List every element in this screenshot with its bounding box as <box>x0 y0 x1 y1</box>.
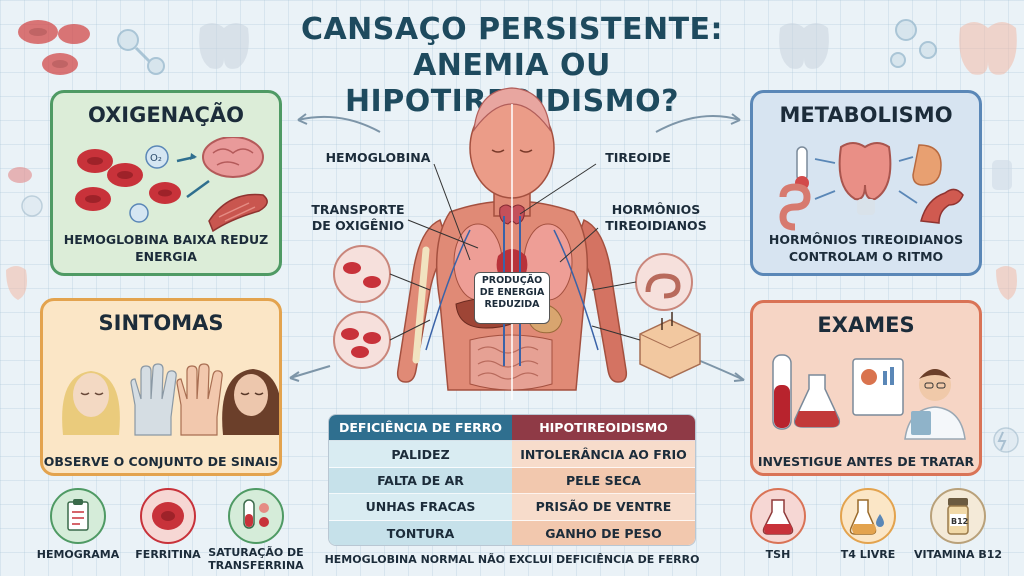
b12-badge: B12 <box>951 517 968 526</box>
panel-sintomas: SINTOMAS OBSERVE O CONJUNTO DE SINAIS <box>40 298 282 476</box>
panel-metabolismo: METABOLISMO HORMÔNIOS TIREOIDIANOS CONTR… <box>750 90 982 276</box>
footer-note: HEMOGLOBINA NORMAL NÃO EXCLUI DEFICIÊNCI… <box>324 553 700 566</box>
iron-symptom: PALIDEZ <box>329 441 512 468</box>
energy-production-box: PRODUÇÃO DE ENERGIA REDUZIDA <box>474 272 550 324</box>
label-hemoglobina: HEMOGLOBINA <box>325 150 431 165</box>
panel-title-sintomas: SINTOMAS <box>98 311 224 335</box>
panel-oxigenacao: OXIGENAÇÃO O₂ HEMOGLOBINA BAIXA REDUZ EN… <box>50 90 282 276</box>
brain-icon <box>202 137 264 178</box>
connector-arrows <box>289 113 745 382</box>
metabolism-arrows <box>814 156 918 204</box>
thyroid-decor <box>6 22 1017 300</box>
test-label-ferritina: FERRITINA <box>135 548 201 561</box>
tired-woman-brunette-icon <box>222 369 279 435</box>
panel-title-metabolismo: METABOLISMO <box>779 103 953 127</box>
blood-tube-icon <box>772 354 792 430</box>
clipboard-icon <box>50 488 106 544</box>
hypo-symptom: GANHO DE PESO <box>512 520 695 545</box>
symptoms-illustration <box>62 363 279 436</box>
panel-title-exames: EXAMES <box>817 313 915 337</box>
arm-muscle-icon <box>920 188 964 224</box>
test-label-saturacao-transferrina: SATURAÇÃO DE TRANSFERRINA <box>208 546 304 572</box>
tired-woman-blonde-icon <box>62 371 120 435</box>
header-deficiencia-ferro: DEFICIÊNCIA DE FERRO <box>329 415 512 442</box>
iron-symptom: UNHAS FRACAS <box>329 494 512 521</box>
right-small-icons <box>992 160 1019 453</box>
skin-layer-icon <box>591 312 701 379</box>
thyroid-icon <box>838 142 892 215</box>
panel-caption-exames: INVESTIGUE ANTES DE TRATAR <box>757 454 975 469</box>
muscle-icon <box>208 193 268 233</box>
leader-lines <box>407 163 599 263</box>
panel-caption-sintomas: OBSERVE O CONJUNTO DE SINAIS <box>43 454 279 469</box>
comparison-table: DEFICIÊNCIA DE FERRO HIPOTIREOIDISMO PAL… <box>328 414 696 546</box>
table-row: FALTA DE AR PELE SECA <box>329 467 695 495</box>
test-label-tsh: TSH <box>765 548 791 561</box>
test-label-vitamina-b12: VITAMINA B12 <box>913 548 1003 561</box>
header-hipotireoidismo: HIPOTIREOIDISMO <box>512 415 695 442</box>
chart-report-icon <box>852 358 904 416</box>
stomach-icon <box>912 144 942 186</box>
left-small-cells <box>8 167 43 217</box>
flask-icon <box>793 374 841 428</box>
hypo-symptom: INTOLERÂNCIA AO FRIO <box>512 441 695 468</box>
exams-illustration <box>772 354 966 440</box>
label-hormonios: HORMÔNIOS TIREOIDIANOS <box>605 202 707 233</box>
iron-symptom: TONTURA <box>329 520 512 545</box>
pale-hand-icon <box>130 363 177 436</box>
test-label-hemograma: HEMOGRAMA <box>36 548 120 561</box>
label-tireoide: TIREOIDE <box>605 150 671 165</box>
test-tube-icon <box>228 488 284 544</box>
iron-symptom: FALTA DE AR <box>329 467 512 495</box>
flask-drop-icon <box>840 488 896 544</box>
metabolism-illustration <box>779 142 964 231</box>
o2-bubble-icon: O₂ <box>129 145 169 223</box>
red-cell-icon <box>75 149 181 211</box>
test-label-t4-livre: T4 LIVRE <box>840 548 896 561</box>
intestine-magnifier-icon <box>591 253 693 311</box>
dry-hand-icon <box>176 363 223 436</box>
human-body-icon <box>396 87 628 400</box>
flask-icon <box>750 488 806 544</box>
table-row: PALIDEZ INTOLERÂNCIA AO FRIO <box>329 441 695 468</box>
red-cell-icon <box>140 488 196 544</box>
panel-exames: EXAMES INVESTIGUE ANTES DE TRATAR <box>750 300 982 476</box>
panel-caption-metabolismo: HORMÔNIOS TIREOIDIANOS CONTROLAM O RITMO <box>768 232 964 264</box>
table-row: TONTURA GANHO DE PESO <box>329 520 695 545</box>
red-blood-cells-decor <box>18 20 90 75</box>
oxygen-illustration: O₂ <box>75 137 268 233</box>
hypo-symptom: PRISÃO DE VENTRE <box>512 494 695 521</box>
page-title: CANSAÇO PERSISTENTE: ANEMIA OU HIPOTIREO… <box>300 12 724 119</box>
brain-icon <box>473 87 551 133</box>
panel-caption-oxigenacao: HEMOGLOBINA BAIXA REDUZ ENERGIA <box>63 232 269 264</box>
comparison-header-row: DEFICIÊNCIA DE FERRO HIPOTIREOIDISMO <box>329 415 695 442</box>
blood-vessel-magnifier-icon <box>333 245 431 369</box>
table-row: UNHAS FRACAS PRISÃO DE VENTRE <box>329 494 695 521</box>
molecule-decor <box>117 19 937 75</box>
doctor-icon <box>904 369 966 440</box>
label-transporte-oxigenio: TRANSPORTE DE OXIGÊNIO <box>311 202 405 233</box>
intestine-icon <box>779 183 811 231</box>
o2-label: O₂ <box>150 153 162 164</box>
vial-b12-icon: B12 <box>930 488 986 544</box>
hypo-symptom: PELE SECA <box>512 467 695 495</box>
panel-title-oxigenacao: OXIGENAÇÃO <box>87 103 245 127</box>
